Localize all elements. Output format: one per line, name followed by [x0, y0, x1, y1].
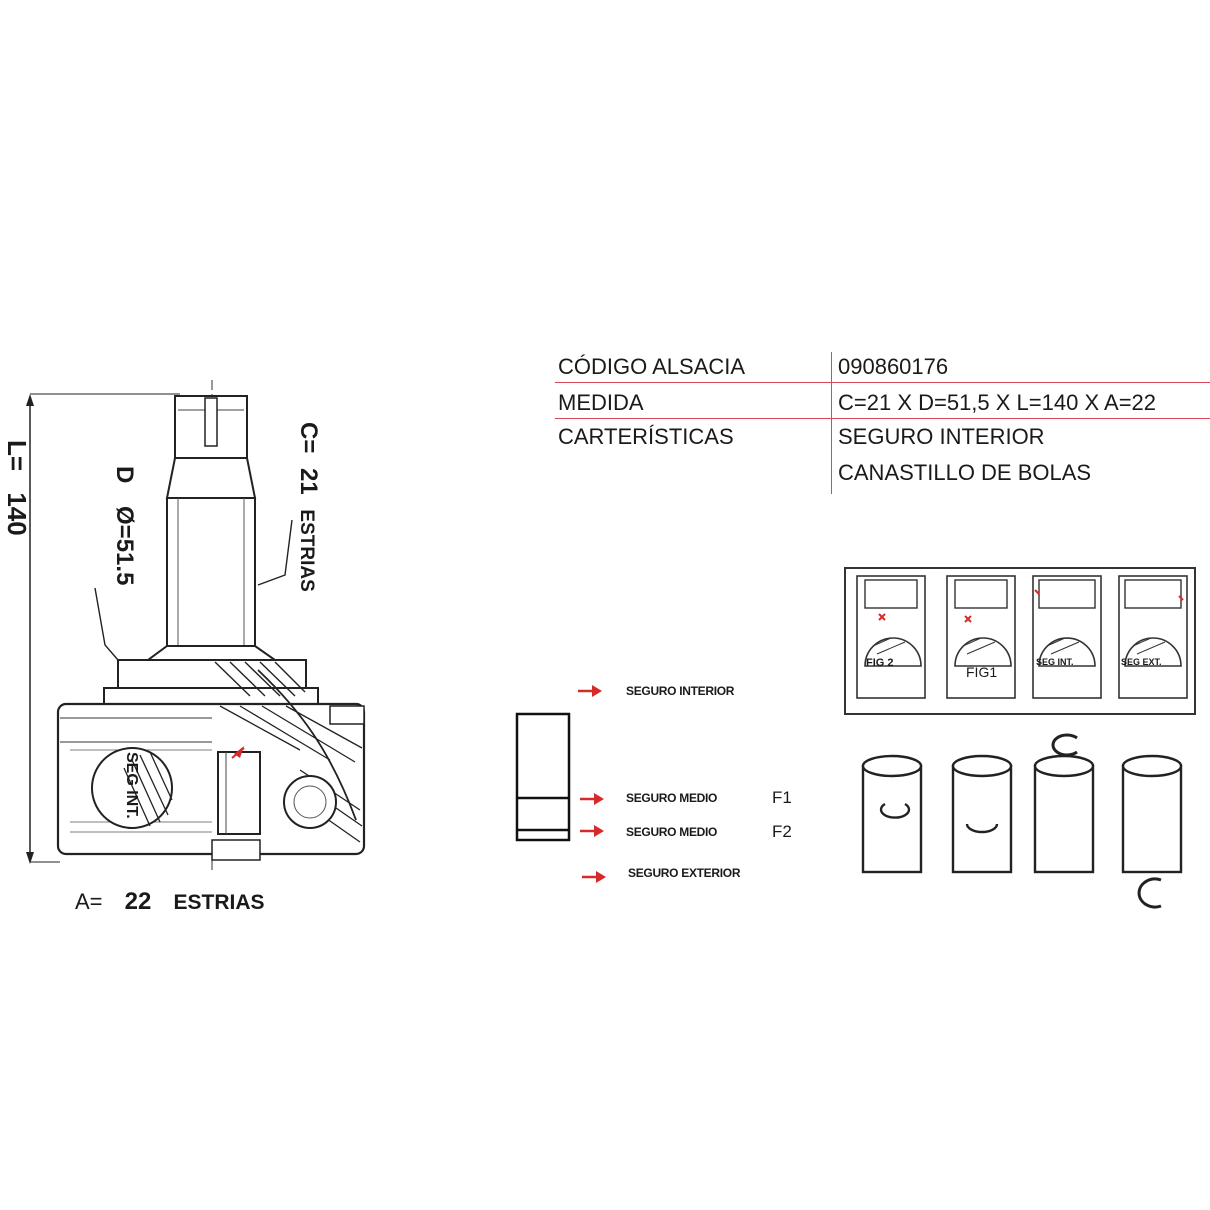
figure-panel — [844, 567, 1196, 715]
clip-illustrations — [861, 733, 1183, 909]
arrow-icon — [582, 871, 606, 883]
arrow-icon — [580, 825, 604, 837]
fig-label: SEG EXT. — [1121, 657, 1162, 667]
a-unit: ESTRIAS — [173, 891, 265, 914]
spec-row-label: MEDIDA — [558, 390, 644, 415]
clip-label-medio-f2: SEGURO MEDIO — [626, 825, 718, 839]
fig-label: FIG 2 — [866, 657, 894, 669]
c-label-text: C= — [295, 422, 322, 454]
spec-table: CÓDIGO ALSACIA 090860176 MEDIDA C=21 X D… — [555, 348, 1210, 494]
cv-joint-drawing — [26, 380, 366, 870]
clip-label-interior: SEGURO INTERIOR — [626, 684, 735, 698]
clip-suffix-f1: F1 — [772, 788, 792, 807]
length-label-text: L= — [2, 440, 32, 472]
length-label: L= 140 — [1, 440, 32, 536]
seg-int-label: SEG INT. — [123, 752, 140, 819]
clip-label-medio-f1: SEGURO MEDIO — [626, 791, 718, 805]
spec-row-label: CÓDIGO ALSACIA — [558, 354, 746, 379]
c-value: 21 — [295, 468, 322, 495]
fig-label: SEG INT. — [1036, 657, 1074, 667]
spec-table-rule — [555, 418, 1210, 419]
fig-label: FIG1 — [966, 664, 998, 680]
arrow-icon — [578, 685, 602, 697]
diameter-label: D Ø=51.5 — [110, 466, 138, 585]
spec-table-rule — [555, 382, 1210, 383]
clip-suffix-f2: F2 — [772, 822, 792, 841]
spec-table-divider — [831, 352, 832, 494]
length-value: 140 — [2, 492, 32, 536]
c-dimension-label: C= 21 ESTRIAS — [294, 422, 322, 592]
spec-row-value: SEGURO INTERIOR — [838, 424, 1045, 449]
diameter-label-text: D — [111, 466, 138, 484]
spec-row-label: CARTERÍSTICAS — [558, 424, 734, 449]
a-value: 22 — [124, 888, 152, 915]
spec-row-value: C=21 X D=51,5 X L=140 X A=22 — [838, 390, 1157, 415]
spec-row-value: CANASTILLO DE BOLAS — [838, 460, 1092, 485]
a-dimension-label: A= 22 ESTRIAS — [75, 888, 265, 916]
c-unit: ESTRIAS — [296, 509, 317, 592]
arrow-icon — [580, 793, 604, 805]
spec-row-value: 090860176 — [838, 354, 949, 379]
diameter-value: Ø=51.5 — [111, 506, 138, 586]
clip-label-exterior: SEGURO EXTERIOR — [628, 866, 741, 880]
a-label-text: A= — [75, 889, 103, 914]
clip-position-bar — [515, 712, 571, 842]
